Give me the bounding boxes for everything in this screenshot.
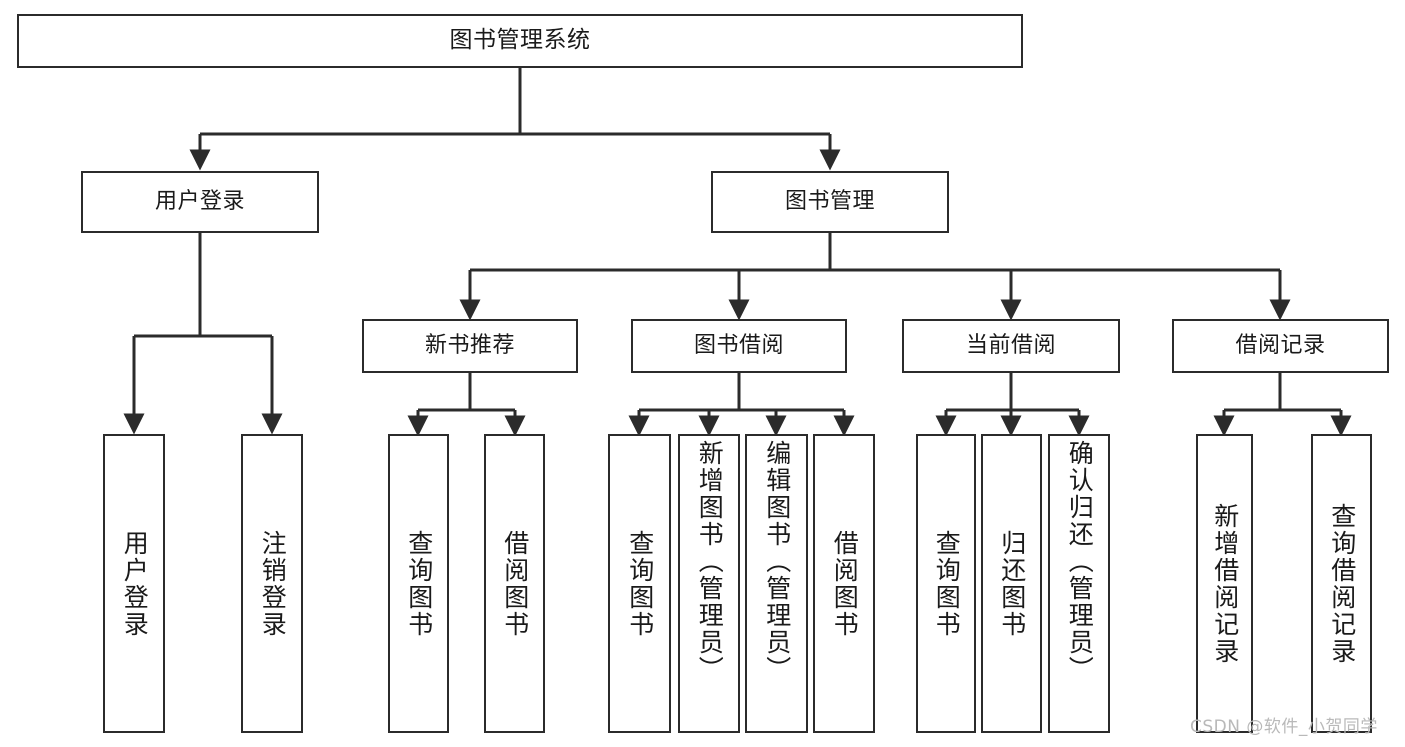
node-label: 查询图书 bbox=[625, 529, 655, 638]
node-book-borrow[interactable]: 图书借阅 bbox=[631, 319, 847, 373]
node-label: 图书借阅 bbox=[693, 332, 784, 358]
node-label: 当前借阅 bbox=[965, 332, 1056, 358]
node-borrow-record[interactable]: 借阅记录 bbox=[1172, 319, 1389, 373]
node-label: 用户登录 bbox=[154, 188, 245, 214]
node-label: 编辑图书（管理员） bbox=[762, 440, 792, 683]
node-label: 借阅记录 bbox=[1235, 332, 1326, 358]
node-label: 图书管理 bbox=[784, 188, 875, 214]
leaf-query-borrow-record[interactable]: 查询借阅记录 bbox=[1311, 434, 1372, 733]
watermark: CSDN @软件_小贺同学 bbox=[1190, 717, 1378, 737]
node-label: 借阅图书 bbox=[830, 529, 860, 638]
node-label: 新书推荐 bbox=[424, 332, 515, 358]
node-label: 查询图书 bbox=[932, 529, 962, 638]
node-label: 确认归还（管理员） bbox=[1065, 440, 1095, 683]
node-current-borrow[interactable]: 当前借阅 bbox=[902, 319, 1120, 373]
node-label: 用户登录 bbox=[120, 529, 150, 638]
leaf-query-book-recommend[interactable]: 查询图书 bbox=[388, 434, 449, 733]
leaf-edit-book-admin[interactable]: 编辑图书（管理员） bbox=[745, 434, 808, 733]
node-label: 借阅图书 bbox=[500, 529, 530, 638]
node-label: 归还图书 bbox=[997, 529, 1027, 638]
node-root[interactable]: 图书管理系统 bbox=[17, 14, 1023, 68]
node-label: 注销登录 bbox=[258, 529, 288, 638]
leaf-borrow-book-recommend[interactable]: 借阅图书 bbox=[484, 434, 545, 733]
node-label: 查询图书 bbox=[404, 529, 434, 638]
leaf-user-logout[interactable]: 注销登录 bbox=[241, 434, 303, 733]
node-new-book-recommend[interactable]: 新书推荐 bbox=[362, 319, 578, 373]
node-label: 新增图书（管理员） bbox=[695, 440, 725, 683]
leaf-user-login[interactable]: 用户登录 bbox=[103, 434, 165, 733]
leaf-confirm-return-admin[interactable]: 确认归还（管理员） bbox=[1048, 434, 1110, 733]
node-book-management[interactable]: 图书管理 bbox=[711, 171, 949, 233]
leaf-add-borrow-record[interactable]: 新增借阅记录 bbox=[1196, 434, 1253, 733]
leaf-add-book-admin[interactable]: 新增图书（管理员） bbox=[678, 434, 740, 733]
node-label: 新增借阅记录 bbox=[1210, 502, 1240, 665]
leaf-borrow-book[interactable]: 借阅图书 bbox=[813, 434, 875, 733]
leaf-return-book[interactable]: 归还图书 bbox=[981, 434, 1042, 733]
leaf-query-book-current[interactable]: 查询图书 bbox=[916, 434, 976, 733]
node-label: 图书管理系统 bbox=[449, 27, 591, 54]
node-label: 查询借阅记录 bbox=[1327, 502, 1357, 665]
leaf-query-book-borrow[interactable]: 查询图书 bbox=[608, 434, 671, 733]
node-user-login[interactable]: 用户登录 bbox=[81, 171, 319, 233]
